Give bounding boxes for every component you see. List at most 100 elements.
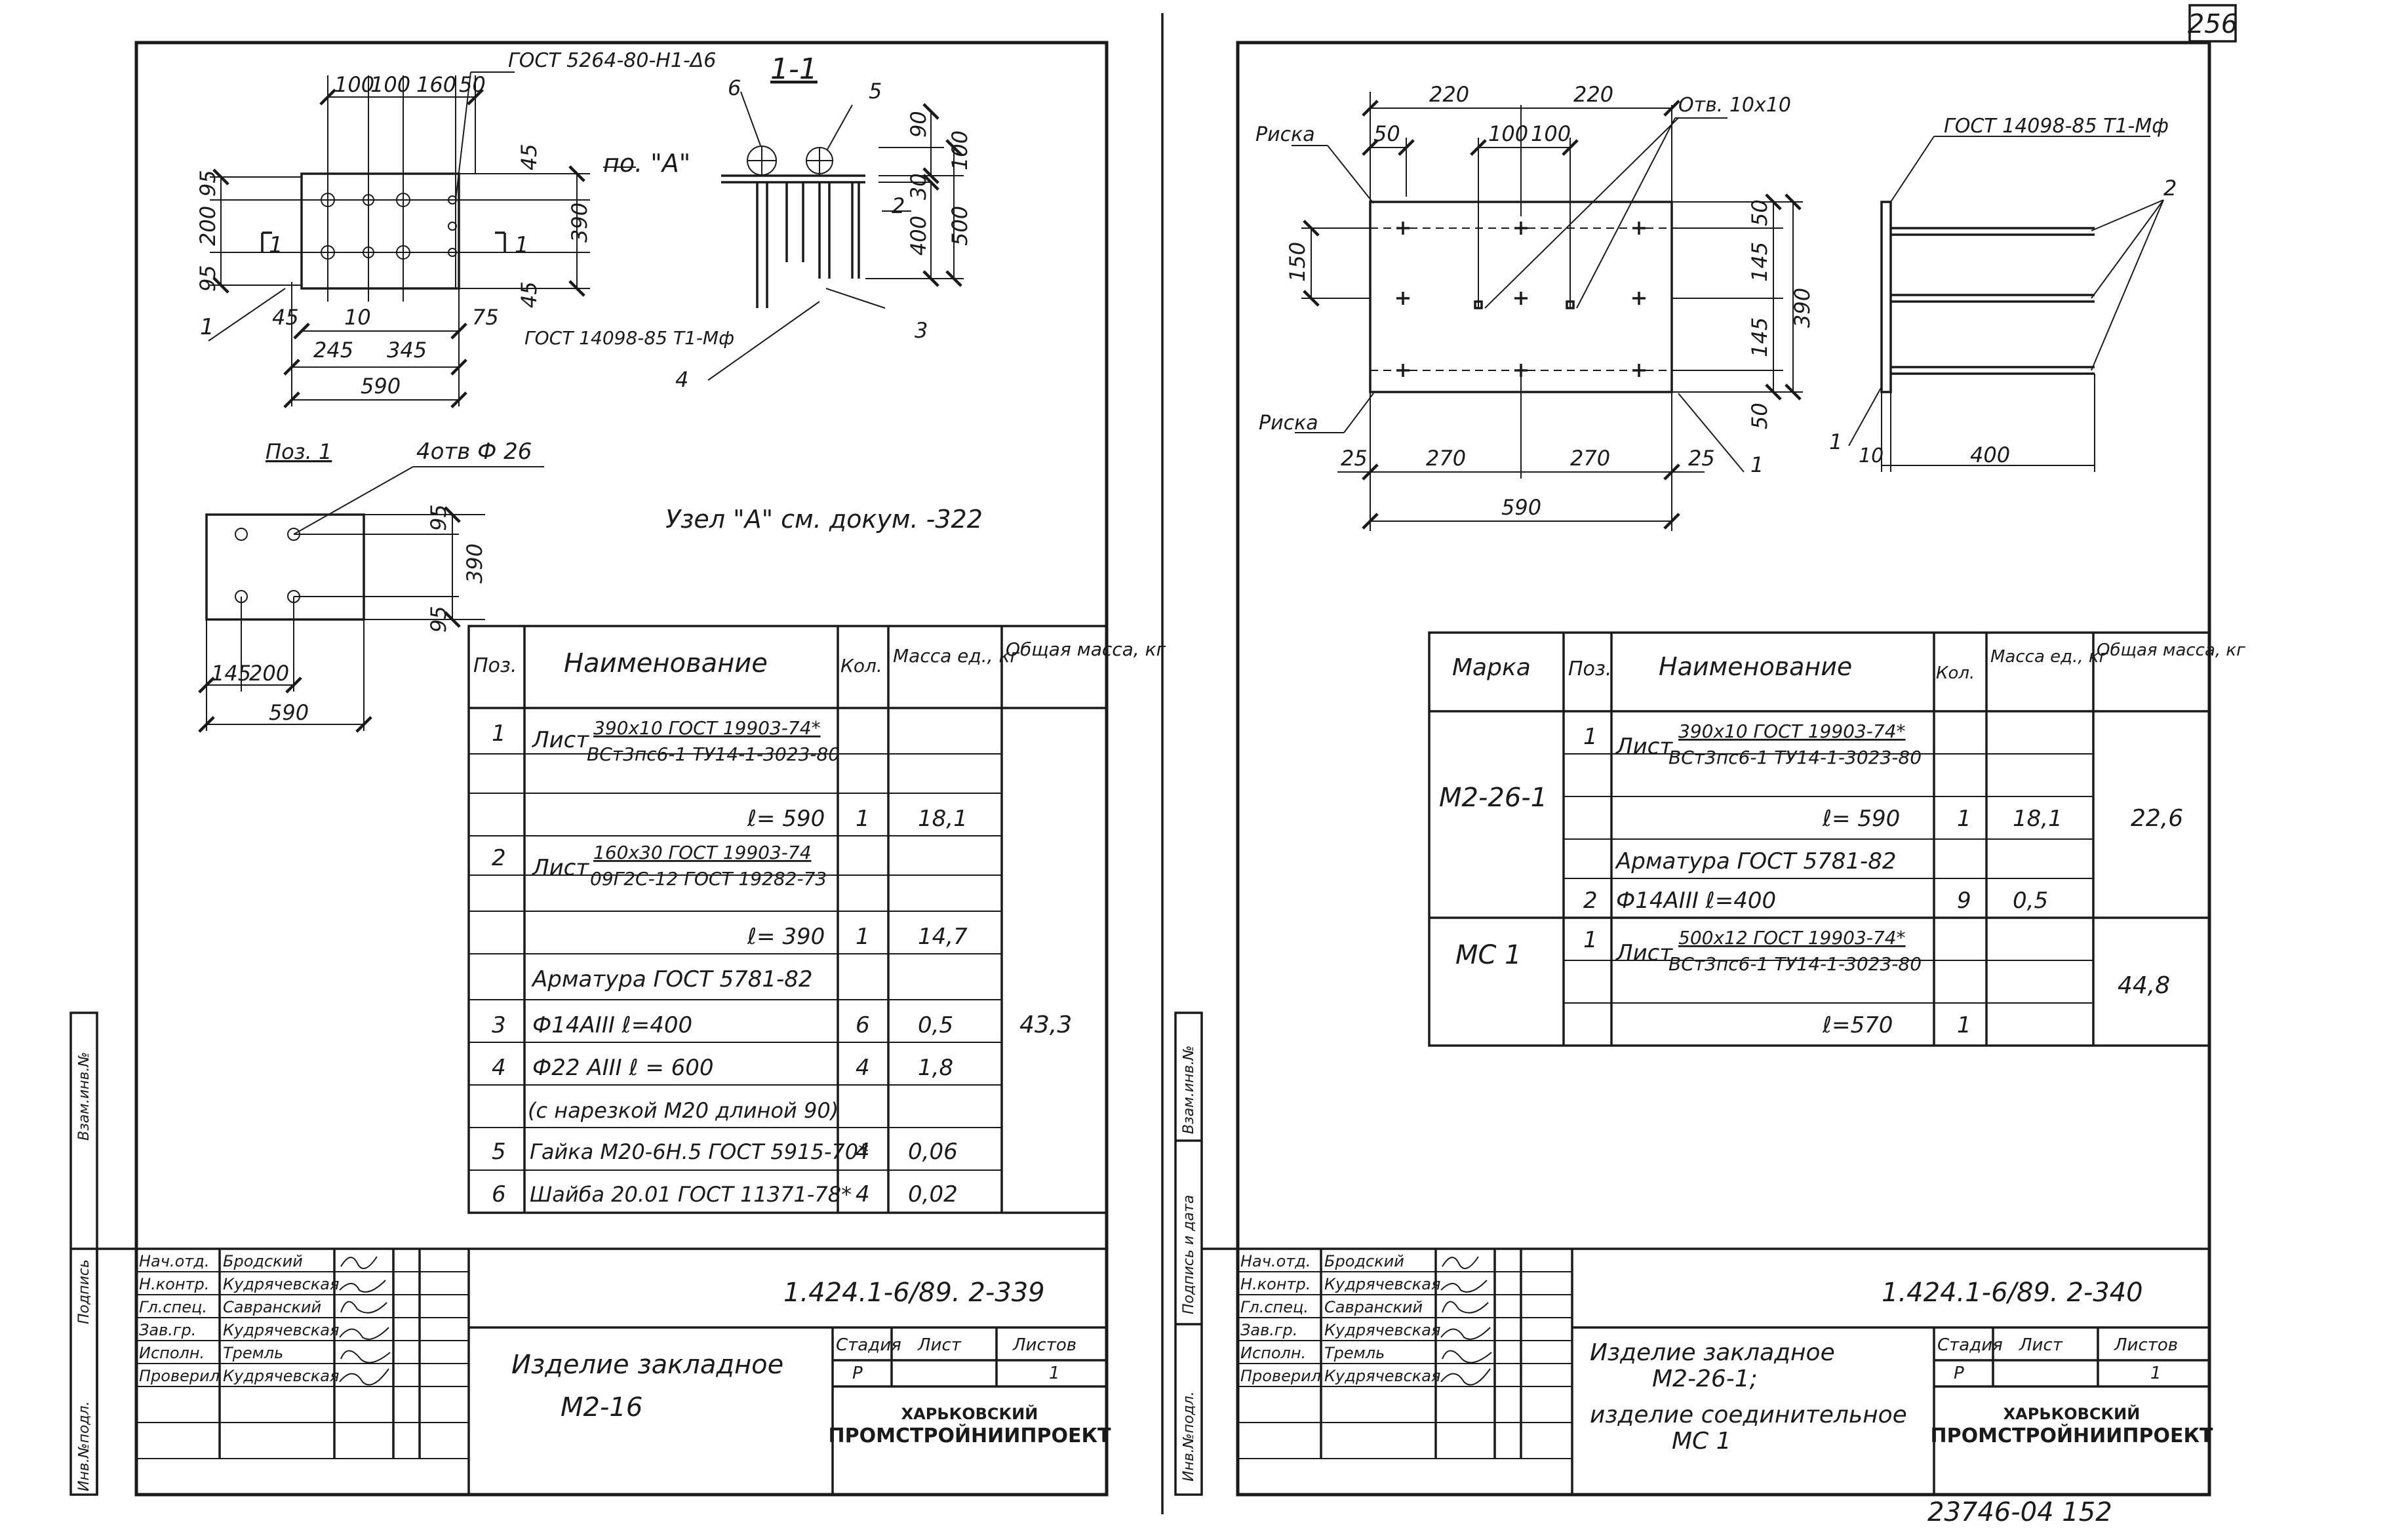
rrole-5: Исполн. — [1240, 1344, 1306, 1362]
rmargin-label-1: Взам.инв.№ — [1181, 1046, 1197, 1134]
section-dim-400: 400 — [906, 216, 931, 256]
right-margin-strip: Взам.инв.№ Подпись и дата Инв.№подл. — [1174, 1012, 1238, 1496]
left-plan-view: ГОСТ 5264-80-Н1-Δ6 по. "А" ГОСТ 14098-85… — [195, 49, 734, 408]
poz1-dim-200: 200 — [249, 661, 289, 686]
right-spec-table: Марка Поз. Наименование Кол. Масса ед., … — [1428, 631, 2245, 1047]
page-number-box: 256 — [2188, 4, 2238, 43]
section-callout-3: 3 — [915, 318, 928, 343]
table-header-total: Общая масса, кг — [1006, 638, 1166, 660]
rrow-6-name: ℓ=570 — [1822, 1012, 1893, 1038]
section-dim-30: 30 — [906, 173, 931, 200]
rmargin-label-3: Инв.№подл. — [1181, 1391, 1197, 1482]
rrow-4-name: Ф14АIII ℓ=400 — [1616, 888, 1776, 914]
poz1-dim-95b: 95 — [426, 606, 451, 633]
name-5: Тремль — [223, 1344, 283, 1362]
name-2: Кудрячевская — [223, 1275, 339, 1293]
rtitle-line-2: М2-26-1; — [1652, 1365, 1758, 1392]
rorg-line-1: ХАРЬКОВСКИЙ — [2003, 1404, 2141, 1423]
name-6: Кудрячевская — [223, 1367, 339, 1385]
view-ref-label: по. "А" — [603, 149, 690, 178]
poz1-label: Поз. 1 — [266, 439, 332, 464]
plan-bolt-holes — [321, 193, 457, 260]
margin-label-2: Инв.№подл. — [76, 1401, 92, 1491]
section-dim-90: 90 — [906, 111, 931, 138]
side-callout-1: 1 — [1829, 429, 1842, 454]
row-1-bottom: ВСт3пс6-1 ТУ14-1-3023-80 — [587, 743, 840, 765]
node-note: Узел "А" см. докум. -322 — [665, 505, 983, 534]
risk-label-bottom: Риска — [1259, 412, 1318, 435]
gost-weld-label: ГОСТ 5264-80-Н1-Δ6 — [508, 49, 716, 72]
rrole-3: Гл.спец. — [1240, 1298, 1309, 1316]
rrole-6: Проверил — [1240, 1367, 1321, 1385]
dim-right-45b: 45 — [517, 281, 542, 308]
left-spec-table: Поз. Наименование Кол. Масса ед., кг Общ… — [467, 625, 1166, 1214]
rname-5: Тремль — [1324, 1344, 1385, 1362]
rrole-4: Зав.гр. — [1240, 1321, 1297, 1339]
rrow-1-top: 390х10 ГОСТ 19903-74* — [1678, 720, 1906, 742]
rtable-header-pos: Поз. — [1568, 658, 1611, 680]
rdim-220a: 220 — [1429, 82, 1469, 107]
rrole-2: Н.контр. — [1240, 1275, 1311, 1293]
row-10-pos: 6 — [492, 1181, 506, 1208]
role-2: Н.контр. — [139, 1275, 209, 1293]
row-3-bottom: 09Г2С-12 ГОСТ 19282-73 — [590, 868, 827, 890]
dim-top-100b: 100 — [370, 72, 410, 97]
dim-left-200: 200 — [195, 206, 220, 246]
rrow-6-qty: 1 — [1957, 1012, 1971, 1038]
sheet-header: Лист — [917, 1335, 962, 1355]
footer-stamp: 23746-04 152 — [1927, 1497, 2112, 1527]
gost-stud-label: ГОСТ 14098-85 Т1-Мф — [524, 327, 734, 349]
poz1-dim-390: 390 — [462, 543, 487, 583]
role-5: Исполн. — [139, 1344, 205, 1362]
rname-4: Кудрячевская — [1324, 1321, 1440, 1339]
rsheet-header: Лист — [2019, 1335, 2063, 1355]
table-header-name: Наименование — [564, 648, 768, 678]
rdim-b25b: 25 — [1688, 446, 1715, 471]
rrow-4-mass: 0,5 — [2013, 888, 2048, 914]
right-sheet: Риска Риска Отв. 10х10 220 220 50 100 10… — [1174, 41, 2245, 1497]
rtable-header-mark: Марка — [1452, 654, 1531, 681]
page-number: 256 — [2188, 9, 2238, 39]
row-6-pos: 3 — [492, 1012, 506, 1038]
rdim-150: 150 — [1285, 242, 1310, 282]
total-mass: 43,3 — [1019, 1012, 1072, 1038]
name-1: Бродский — [223, 1252, 303, 1270]
row-6-name: Ф14АIII ℓ=400 — [532, 1012, 692, 1038]
row-3-top: 160х30 ГОСТ 19903-74 — [593, 842, 812, 863]
rrow-2-mass: 18,1 — [2013, 806, 2063, 832]
table-header-qty: Кол. — [840, 655, 882, 677]
cut-mark-right: 1 — [515, 232, 529, 258]
rdim-b270b: 270 — [1570, 446, 1610, 471]
rname-2: Кудрячевская — [1324, 1275, 1440, 1293]
rrow-2-name: ℓ= 590 — [1822, 806, 1900, 832]
poz1-detail: Поз. 1 4отв Ф 26 95 — [198, 439, 983, 733]
dim-bottom-45: 45 — [272, 305, 299, 330]
right-title-block: Нач.отд. Н.контр. Гл.спец. Зав.гр. Испол… — [1238, 1247, 2213, 1495]
dim-top-100a: 100 — [334, 72, 374, 97]
section-callout-5: 5 — [869, 79, 882, 104]
side-callout-2: 2 — [2163, 176, 2177, 201]
risk-label-top: Риска — [1255, 123, 1315, 146]
side-gost-label: ГОСТ 14098-85 Т1-Мф — [1944, 115, 2169, 138]
rtable-header-qty: Кол. — [1936, 663, 1975, 683]
rrow-1-pos: 1 — [1583, 724, 1598, 750]
right-side-view: ГОСТ 14098-85 Т1-Мф 2 1 10 400 — [1829, 115, 2177, 472]
side-dim-10: 10 — [1859, 444, 1884, 467]
dim-bottom-75: 75 — [472, 305, 499, 330]
poz1-dim-95a: 95 — [426, 504, 451, 531]
dim-bottom-345: 345 — [387, 338, 427, 363]
doc-code: 1.424.1-6/89. 2-339 — [783, 1278, 1045, 1308]
row-4-qty: 1 — [856, 924, 870, 950]
rdim-r390: 390 — [1790, 288, 1815, 328]
section-dim-100: 100 — [947, 130, 972, 170]
dim-left-95b: 95 — [195, 265, 220, 292]
callout-1: 1 — [200, 314, 214, 340]
side-dim-400: 400 — [1970, 442, 2010, 467]
rrow-5-pos: 1 — [1583, 927, 1598, 953]
rdim-r50a: 50 — [1747, 199, 1772, 226]
right-plan-view: Риска Риска Отв. 10х10 220 220 50 100 10… — [1255, 82, 1815, 531]
total-1: 22,6 — [2131, 805, 2183, 832]
signatures — [339, 1256, 391, 1386]
rsheets-value: 1 — [2150, 1364, 2161, 1383]
